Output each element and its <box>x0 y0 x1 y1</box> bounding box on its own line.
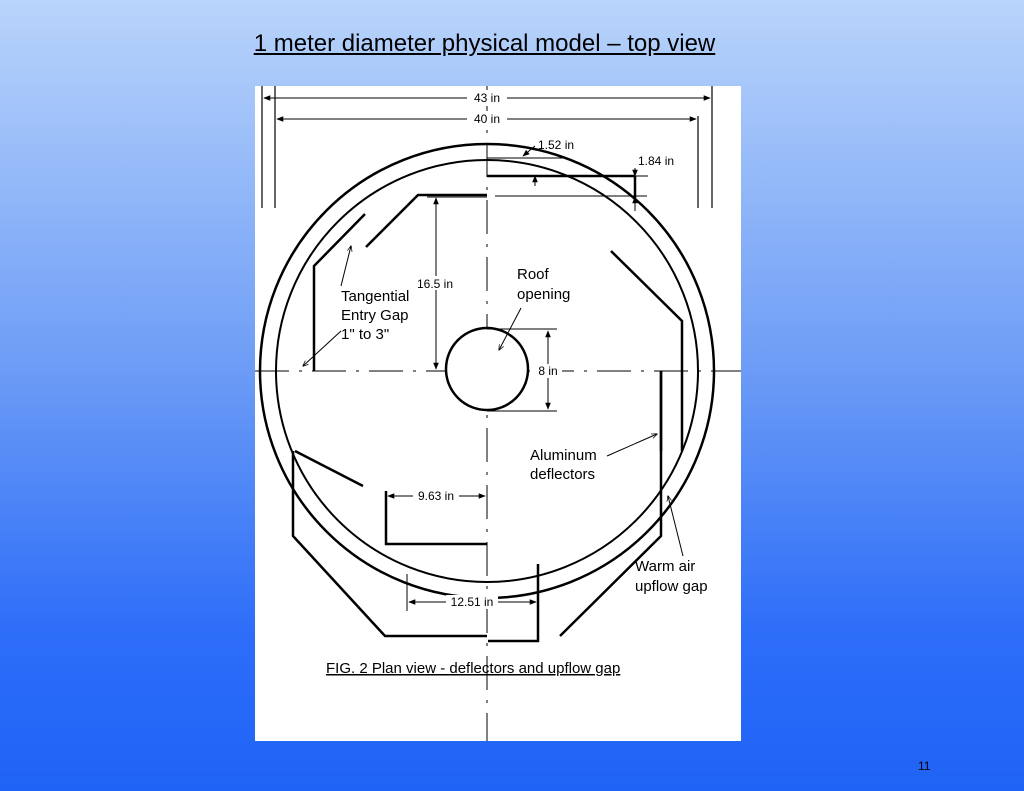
figure-caption: FIG. 2 Plan view - deflectors and upflow… <box>326 660 620 677</box>
slide-title: 1 meter diameter physical model – top vi… <box>253 30 716 57</box>
dim-1-52-label: 1.52 in <box>538 138 574 152</box>
aluminum-deflectors-label: Aluminum deflectors <box>530 434 657 483</box>
svg-text:deflectors: deflectors <box>530 466 595 483</box>
svg-text:Entry Gap: Entry Gap <box>341 307 409 324</box>
roof-opening <box>444 326 530 412</box>
dim-12-51-label: 12.51 in <box>451 595 494 609</box>
dim-43-label: 43 in <box>474 91 500 105</box>
dim-16-5-label: 16.5 in <box>417 277 453 291</box>
dim-9-63-label: 9.63 in <box>418 489 454 503</box>
inner-wall <box>275 159 699 583</box>
roof-opening-label: Roof opening <box>499 266 570 350</box>
svg-text:1" to 3": 1" to 3" <box>341 326 389 343</box>
svg-text:Tangential: Tangential <box>341 288 409 305</box>
dim-1-84-label: 1.84 in <box>638 154 674 168</box>
svg-text:Aluminum: Aluminum <box>530 447 597 464</box>
svg-text:Roof: Roof <box>517 266 550 283</box>
tangential-entry-gap-label: Tangential Entry Gap 1" to 3" <box>303 246 409 366</box>
svg-text:opening: opening <box>517 286 570 303</box>
plan-view-diagram: 43 in 40 in 1.52 in 1.84 in 16.5 in 8 in… <box>255 86 741 741</box>
warm-air-upflow-gap-label: Warm air upflow gap <box>635 496 708 595</box>
slide-number: 11 <box>918 759 931 773</box>
dim-8-label: 8 in <box>538 364 557 378</box>
svg-text:Warm air: Warm air <box>635 558 695 575</box>
dim-40-label: 40 in <box>474 112 500 126</box>
svg-text:upflow gap: upflow gap <box>635 578 708 595</box>
figure-panel: 43 in 40 in 1.52 in 1.84 in 16.5 in 8 in… <box>255 86 741 741</box>
